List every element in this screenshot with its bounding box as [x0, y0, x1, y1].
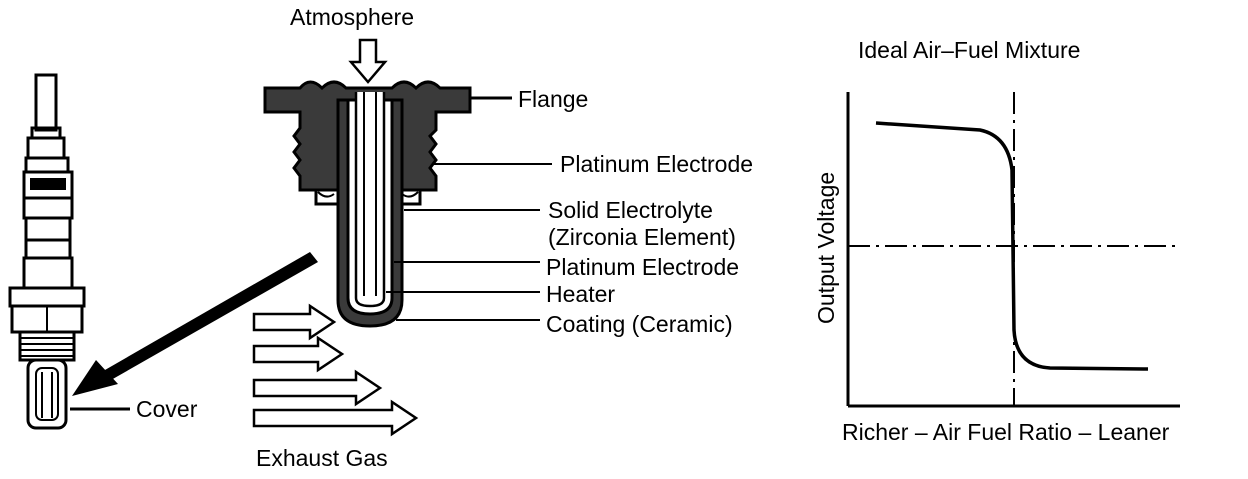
- platinum-electrode-inner-label: Platinum Electrode: [546, 254, 739, 280]
- voltage-curve-chart: [846, 92, 1180, 408]
- zirconia-element-label: (Zirconia Element): [548, 224, 736, 250]
- magnify-arrow: [72, 252, 318, 396]
- cover-label: Cover: [136, 396, 198, 422]
- atmosphere-label: Atmosphere: [290, 4, 414, 30]
- exhaust-arrow-icon: [252, 303, 337, 341]
- sensor-body: [8, 73, 130, 430]
- coating-label: Coating (Ceramic): [546, 311, 733, 337]
- output-voltage-curve: [875, 121, 1149, 371]
- exhaust-arrow-icon: [252, 399, 419, 437]
- atmosphere-arrow-icon: [348, 38, 388, 84]
- sensor-threads: [18, 330, 76, 362]
- exhaust-arrow-icon: [252, 369, 383, 407]
- heater-label: Heater: [546, 281, 615, 307]
- flange-label: Flange: [518, 86, 588, 112]
- chart-x-label: Richer – Air Fuel Ratio – Leaner: [842, 419, 1170, 445]
- chart-title: Ideal Air–Fuel Mixture: [858, 37, 1080, 63]
- exhaust-arrows: [252, 303, 419, 437]
- platinum-electrode-outer-label: Platinum Electrode: [560, 151, 753, 177]
- chart-y-label: Output Voltage: [813, 172, 839, 324]
- sensor-cross-section: [252, 38, 552, 437]
- exhaust-gas-label: Exhaust Gas: [256, 445, 388, 471]
- exhaust-arrow-icon: [252, 335, 345, 373]
- solid-electrolyte-label: Solid Electrolyte: [548, 197, 713, 223]
- sensor-cover: [26, 358, 68, 430]
